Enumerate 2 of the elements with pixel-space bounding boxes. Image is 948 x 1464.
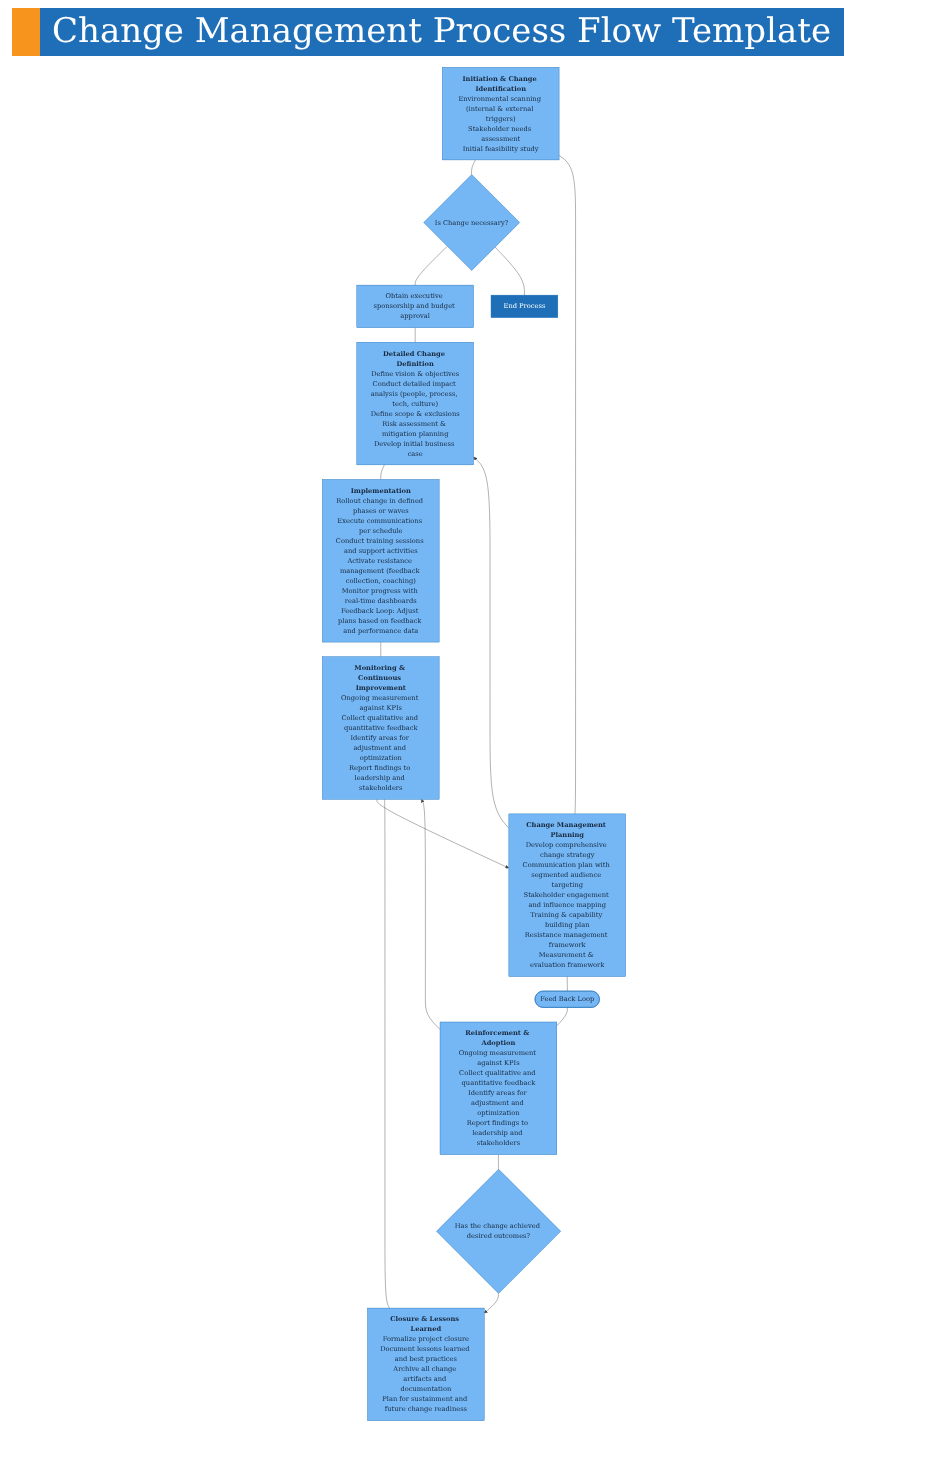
title: Change Management Process Flow Template bbox=[12, 8, 844, 56]
connector bbox=[384, 799, 390, 1309]
